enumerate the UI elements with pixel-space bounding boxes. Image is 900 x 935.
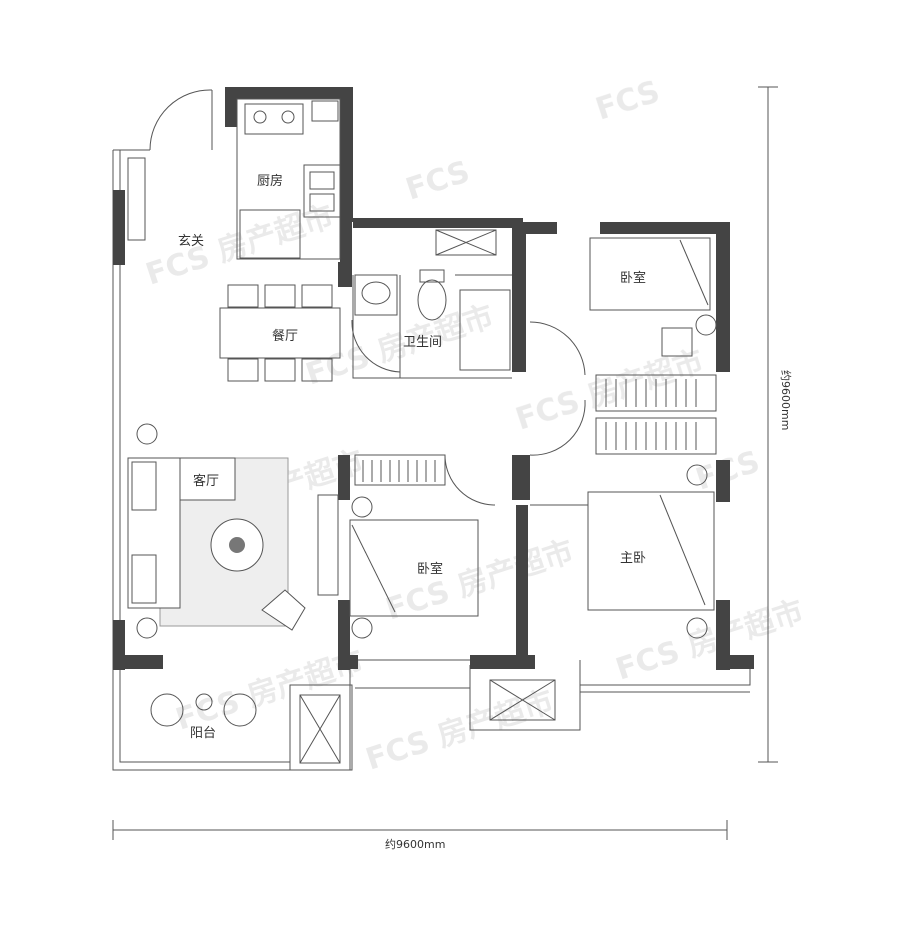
svg-text:FCS 房产超市: FCS 房产超市 — [362, 684, 558, 778]
room-label-balcony: 阳台 — [190, 726, 216, 741]
svg-text:FCS: FCS — [592, 74, 664, 127]
master-bed — [587, 464, 715, 639]
svg-text:FCS 房产超市: FCS 房产超市 — [612, 594, 808, 688]
watermark: FCS 房产超市 FCS 房产超市 FCS 房产超市 FCS FCS FCS 房… — [142, 74, 808, 777]
dimension-lines — [112, 86, 778, 840]
corridor-doors — [444, 321, 588, 506]
balcony-fixtures — [150, 229, 556, 764]
south-bedroom-bed — [317, 494, 479, 639]
living-furniture — [127, 423, 306, 639]
room-label-living: 客厅 — [193, 473, 219, 489]
svg-text:FCS 房产超市: FCS 房产超市 — [512, 344, 708, 438]
room-label-bathroom: 卫生间 — [403, 335, 442, 350]
dimension-width: 约9600mm — [385, 838, 445, 851]
bathroom-fixtures — [351, 269, 512, 379]
wardrobes — [354, 374, 717, 486]
kitchen-fixtures — [236, 98, 341, 260]
svg-text:FCS: FCS — [402, 154, 474, 207]
room-label-entrance: 玄关 — [178, 234, 204, 249]
room-label-bedroom-north: 卧室 — [620, 270, 646, 286]
dimension-height: 约9600mm — [779, 370, 792, 430]
dining-set — [219, 284, 341, 382]
entrance-door — [149, 89, 213, 151]
room-label-dining: 餐厅 — [272, 328, 298, 344]
svg-text:FCS 房产超市: FCS 房产超市 — [382, 534, 578, 628]
room-label-kitchen: 厨房 — [257, 173, 283, 189]
north-bedroom-bed — [589, 237, 717, 357]
room-label-bedroom-south: 卧室 — [417, 561, 443, 577]
thick-walls — [113, 87, 754, 670]
room-label-master-bedroom: 主卧 — [620, 551, 646, 566]
